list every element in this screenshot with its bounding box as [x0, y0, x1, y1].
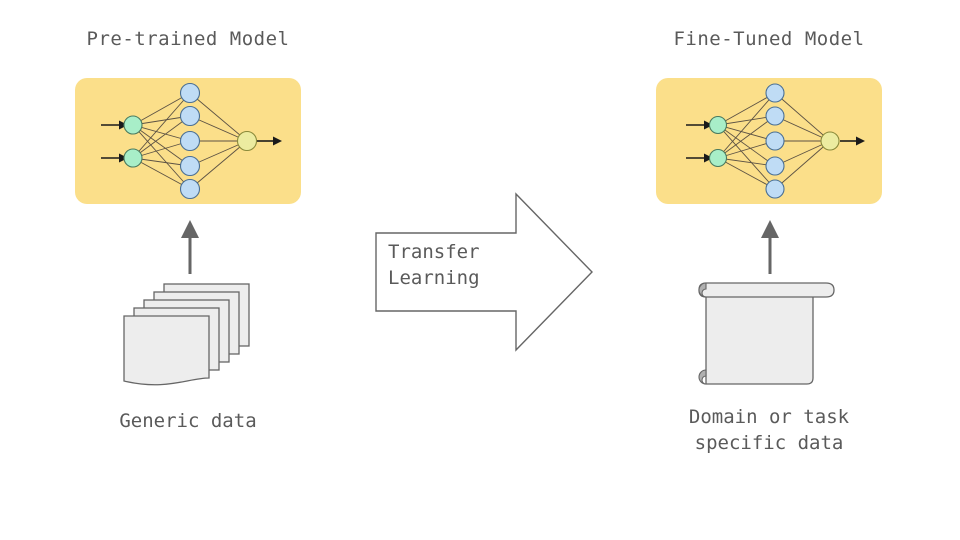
finetuned-model-title: Fine-Tuned Model	[673, 28, 865, 50]
output-arrow-icon	[257, 136, 282, 146]
generic-data-up-arrow-icon	[181, 220, 199, 274]
finetuned-model-box	[656, 78, 882, 204]
generic-data-caption: Generic data	[119, 410, 257, 432]
stacked-papers-icon	[123, 283, 250, 386]
output-arrow-icon	[840, 136, 865, 146]
transfer-learning-label: Transfer Learning	[388, 241, 480, 289]
scroll-document-icon	[698, 282, 835, 385]
nn-output-node	[236, 130, 258, 152]
neural-network-finetuned	[686, 83, 865, 199]
transfer-learning-arrow-icon	[375, 192, 593, 352]
domain-data-up-arrow-icon	[761, 220, 779, 274]
input-arrow-icon	[686, 120, 713, 163]
pretrained-model-box	[75, 78, 301, 204]
pretrained-model-title: Pre-trained Model	[86, 28, 290, 50]
nn-output-node	[820, 131, 840, 151]
nn-hidden-nodes	[765, 83, 785, 199]
nn-hidden-nodes	[179, 82, 201, 200]
domain-data-caption: Domain or task specific data	[688, 406, 850, 454]
nn-input-nodes	[123, 115, 143, 168]
nn-input-nodes	[708, 115, 728, 168]
neural-network-pretrained	[101, 82, 282, 200]
